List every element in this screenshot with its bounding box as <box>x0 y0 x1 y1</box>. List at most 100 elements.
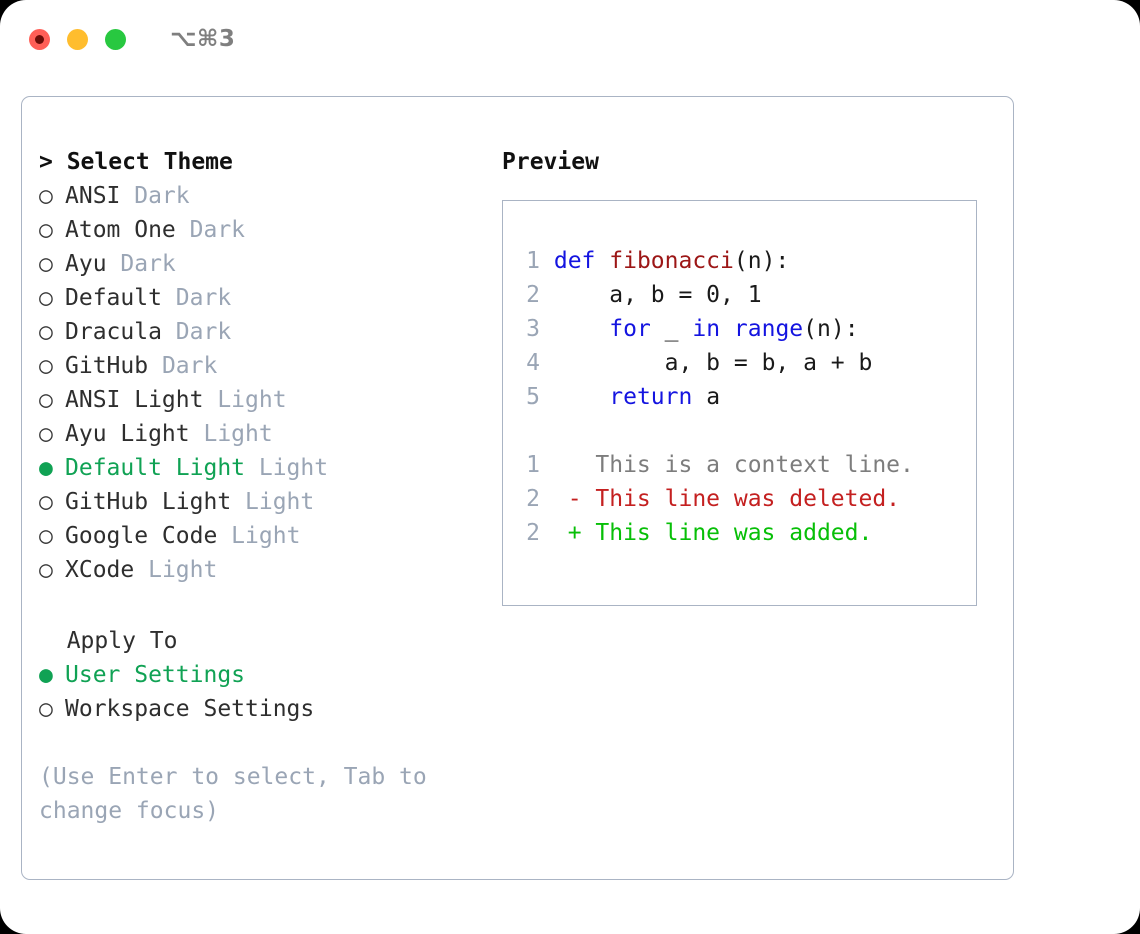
code-token: in <box>692 316 721 342</box>
window-titlebar: ⌥⌘3 <box>0 0 1140 78</box>
code-token <box>554 316 609 342</box>
radio-unselected-icon: ○ <box>39 421 53 447</box>
code-token: def <box>553 248 610 274</box>
theme-name-label: Ayu Light <box>65 421 190 447</box>
theme-list-item[interactable]: ○ANSI Dark <box>39 179 479 213</box>
code-token <box>554 384 609 410</box>
line-number: 4 <box>526 350 540 376</box>
theme-list-item[interactable]: ○ Ayu Light Light <box>39 417 479 451</box>
radio-unselected-icon: ○ <box>39 183 53 209</box>
line-number: 2 <box>526 486 540 512</box>
apply-to-label: User Settings <box>65 662 246 688</box>
code-line: 2 a, b = 0, 1 <box>516 278 968 312</box>
code-token: (n): <box>803 316 859 342</box>
code-line: 3 for _ in range(n): <box>516 312 968 346</box>
radio-unselected-icon: ○ <box>39 489 53 515</box>
code-line: 1 def fibonacci(n): <box>516 244 968 278</box>
theme-name-label: Atom One <box>65 217 176 243</box>
apply-to-item[interactable]: ● User Settings <box>39 658 479 692</box>
code-line: 5 return a <box>516 380 968 414</box>
theme-category-label: Light <box>189 421 273 447</box>
section-spacer <box>39 587 479 624</box>
help-hint-text: (Use Enter to select, Tab to change focu… <box>39 764 427 824</box>
theme-list: ○ANSI Dark○Atom One Dark○Ayu Dark○Defaul… <box>39 179 479 587</box>
theme-list-item[interactable]: ○ Google Code Light <box>39 519 479 553</box>
diff-line-text: - This line was deleted. <box>540 486 901 512</box>
code-token: for <box>609 316 651 342</box>
code-token: a <box>692 384 721 410</box>
apply-to-header: Apply To <box>39 628 178 654</box>
theme-category-label: Dark <box>175 217 246 243</box>
diff-sample-block: 1 This is a context line.2 - This line w… <box>516 448 968 550</box>
diff-line-text: This is a context line. <box>540 452 914 478</box>
theme-selector-column: > Select Theme ○ANSI Dark○Atom One Dark○… <box>39 145 479 828</box>
radio-unselected-icon: ○ <box>39 251 53 277</box>
apply-to-item[interactable]: ○ Workspace Settings <box>39 692 479 726</box>
radio-unselected-icon: ○ <box>39 696 53 722</box>
theme-list-item[interactable]: ○XCode Light <box>39 553 479 587</box>
diff-line: 2 - This line was deleted. <box>516 482 968 516</box>
code-diff-spacer <box>516 414 968 448</box>
theme-name-label: GitHub Light <box>65 489 232 515</box>
theme-name-label: Ayu <box>65 251 107 277</box>
minimize-button-icon[interactable] <box>67 28 88 50</box>
theme-list-item[interactable]: ○Dracula Dark <box>39 315 479 349</box>
code-token: _ <box>650 316 693 342</box>
theme-category-label: Light <box>231 489 315 515</box>
theme-list-item[interactable]: ● Default Light Light <box>39 451 479 485</box>
theme-category-label: Dark <box>161 285 232 311</box>
maximize-button-icon[interactable] <box>105 28 126 50</box>
radio-unselected-icon: ○ <box>39 523 53 549</box>
theme-list-item[interactable]: ○ Ayu Dark <box>39 247 479 281</box>
code-token: a, b = 0, 1 <box>553 282 762 308</box>
close-button-icon[interactable] <box>29 28 50 50</box>
line-number: 5 <box>526 384 540 410</box>
diff-line: 2 + This line was added. <box>516 516 968 550</box>
theme-category-label: Light <box>245 455 329 481</box>
diff-line-text: + This line was added. <box>540 520 873 546</box>
theme-name-label: ANSI Light <box>65 387 204 413</box>
theme-list-item[interactable]: ○ Atom One Dark <box>39 213 479 247</box>
line-gutter-space <box>540 248 554 274</box>
radio-unselected-icon: ○ <box>39 217 53 243</box>
select-theme-header: > Select Theme <box>39 149 233 175</box>
theme-name-label: Default <box>65 285 162 311</box>
radio-unselected-icon: ○ <box>39 387 53 413</box>
theme-name-label: Google Code <box>65 523 218 549</box>
line-gutter-space <box>540 350 554 376</box>
preview-title: Preview <box>502 149 599 175</box>
code-token: return <box>609 384 693 410</box>
code-token: fibonacci <box>609 248 734 274</box>
theme-list-item[interactable]: ○ ANSI Light Light <box>39 383 479 417</box>
line-number: 1 <box>526 452 540 478</box>
traffic-light-group <box>29 28 126 50</box>
theme-name-label: Dracula <box>65 319 162 345</box>
theme-category-label: Light <box>203 387 287 413</box>
apply-to-label: Workspace Settings <box>65 696 315 722</box>
apply-to-list: ● User Settings ○ Workspace Settings <box>39 658 479 726</box>
theme-list-item[interactable]: ○GitHub Dark <box>39 349 479 383</box>
theme-list-item[interactable]: ○Default Dark <box>39 281 479 315</box>
line-number: 1 <box>526 248 540 274</box>
theme-category-label: Dark <box>106 251 176 277</box>
theme-name-label: Default Light <box>65 455 246 481</box>
line-gutter-space <box>540 384 554 410</box>
code-token: (n): <box>733 248 790 274</box>
line-number: 2 <box>526 282 540 308</box>
theme-list-item[interactable]: ○ GitHub Light Light <box>39 485 479 519</box>
theme-name-label: GitHub <box>65 353 149 379</box>
preview-column: Preview 1 def fibonacci(n):2 a, b = 0, 1… <box>502 145 992 606</box>
theme-category-label: Light <box>134 557 218 583</box>
radio-selected-icon: ● <box>39 662 53 688</box>
line-gutter-space <box>540 282 554 308</box>
theme-category-label: Light <box>217 523 301 549</box>
theme-category-label: Dark <box>148 353 218 379</box>
code-line: 4 a, b = b, a + b <box>516 346 968 380</box>
line-number: 3 <box>526 316 540 342</box>
theme-category-label: Dark <box>120 183 190 209</box>
radio-selected-icon: ● <box>39 455 53 481</box>
line-gutter-space <box>540 316 554 342</box>
